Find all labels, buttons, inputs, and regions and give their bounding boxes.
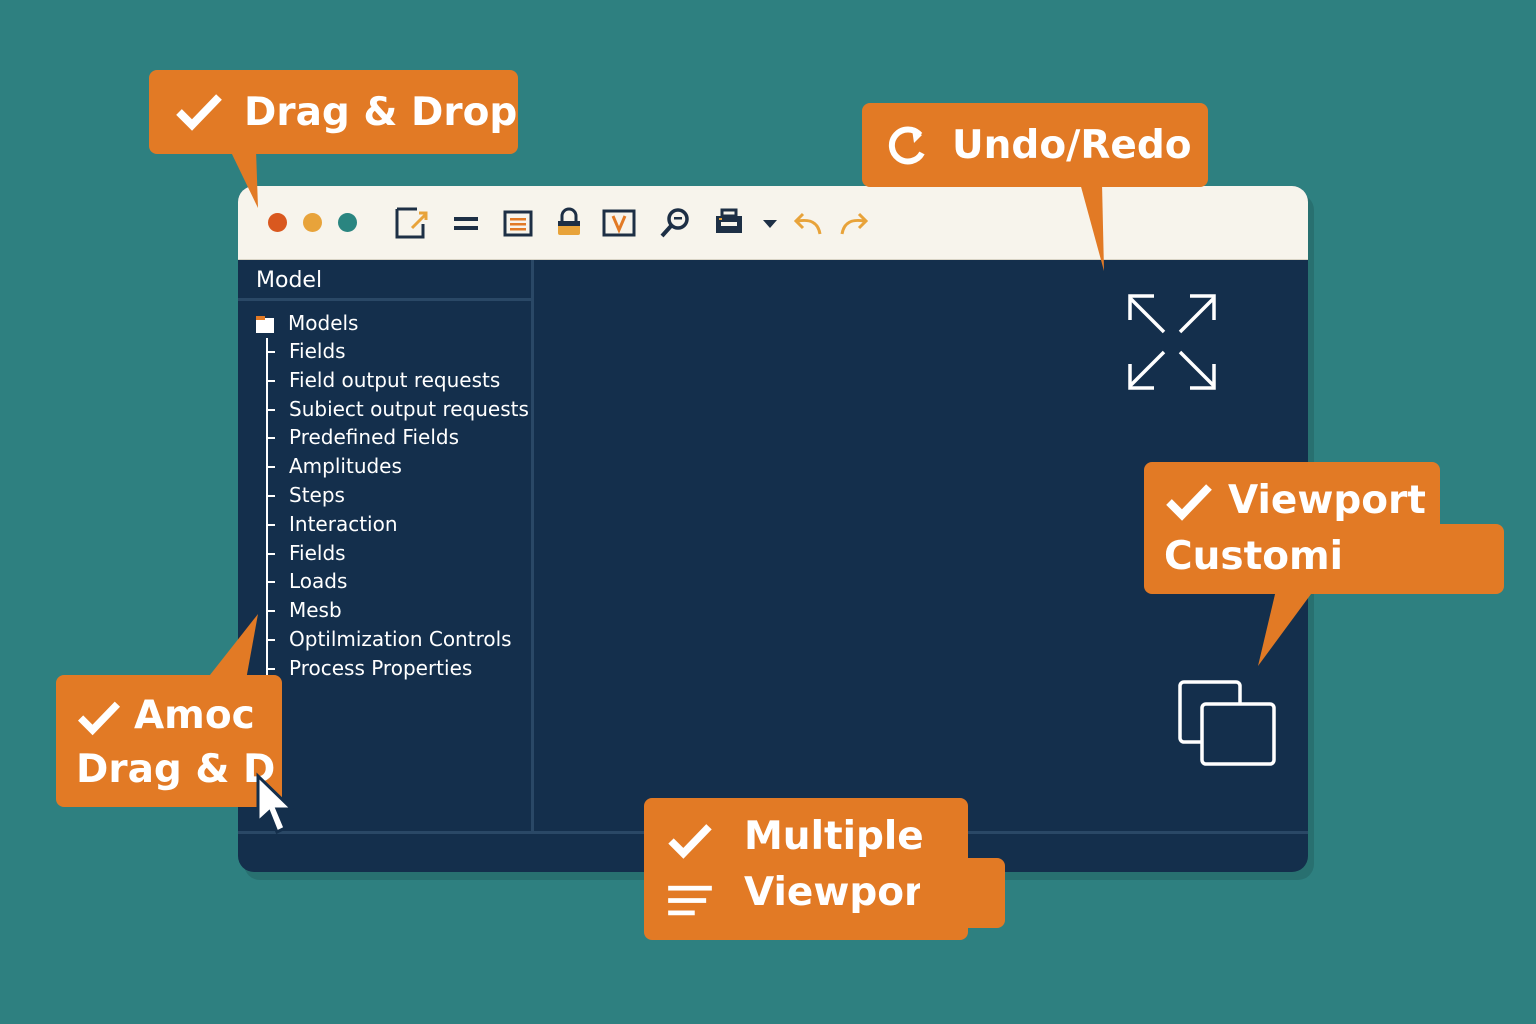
minimize-dot[interactable]: [303, 213, 322, 232]
v-box-icon[interactable]: [600, 204, 638, 242]
maximize-dot[interactable]: [338, 213, 357, 232]
model-tree: Models Fields Field output requests Subi…: [256, 308, 531, 683]
check-icon: [77, 701, 121, 736]
callout-extension: [920, 858, 1005, 928]
close-dot[interactable]: [268, 213, 287, 232]
callout-label: Drag & D: [76, 747, 276, 792]
redo-icon[interactable]: [836, 204, 874, 242]
callout-label: Drag & Drop: [244, 90, 518, 135]
tree-item-interaction[interactable]: Interaction: [256, 510, 531, 539]
tree-item-amplitudes[interactable]: Amplitudes: [256, 452, 531, 481]
callout-drag-drop: Drag & Drop: [149, 70, 518, 154]
tree-root-label: Models: [288, 310, 359, 335]
list-icon[interactable]: [499, 204, 537, 242]
tree-root[interactable]: Models: [256, 308, 531, 337]
list-lines-icon: [668, 885, 712, 916]
check-icon: [1166, 484, 1212, 521]
app-window: Model Models Fields Field output request…: [238, 186, 1308, 872]
toolbar: [238, 186, 1308, 260]
tree-item-optimization-controls[interactable]: Optilmization Controls: [256, 625, 531, 654]
search-icon[interactable]: [657, 204, 695, 242]
model-tree-panel: Model Models Fields Field output request…: [238, 260, 534, 832]
printer-icon[interactable]: [710, 204, 748, 242]
tree-item-steps[interactable]: Steps: [256, 481, 531, 510]
callout-amoc-drag: Amoc Drag & D: [56, 675, 282, 807]
callout-label: Multiple: [744, 814, 924, 859]
callout-extension: [1340, 524, 1504, 594]
callout-label: Viewport: [1228, 478, 1426, 523]
callout-label: Undo/Redo: [952, 123, 1192, 168]
tree-item-subject-output-requests[interactable]: Subiect output requests: [256, 395, 531, 424]
equals-icon[interactable]: [447, 204, 485, 242]
check-icon: [668, 824, 712, 859]
callout-pointer: [1258, 590, 1314, 666]
tree-item-process-properties[interactable]: Process Properties: [256, 654, 531, 683]
lock-icon[interactable]: [550, 204, 588, 242]
callout-pointer: [1080, 183, 1104, 271]
folder-icon: [256, 314, 274, 333]
redo-circle-icon: [888, 126, 925, 165]
panel-title: Model: [238, 260, 531, 301]
tree-item-fields[interactable]: Fields: [256, 337, 531, 366]
multiple-viewports-icon[interactable]: [1176, 678, 1280, 768]
tree-guide-line: [266, 338, 268, 676]
callout-undo-redo: Undo/Redo: [862, 103, 1208, 187]
callout-label: Amoc: [134, 693, 255, 738]
undo-icon[interactable]: [788, 204, 826, 242]
mouse-cursor-icon: [256, 772, 296, 835]
tree-item-field-output-requests[interactable]: Field output requests: [256, 366, 531, 395]
callout-pointer: [206, 614, 258, 680]
callout-multiple-viewports: Multiple Viewports: [644, 798, 968, 940]
check-icon: [176, 94, 222, 131]
tree-item-loads[interactable]: Loads: [256, 567, 531, 596]
tree-item-mesh[interactable]: Mesb: [256, 596, 531, 625]
dropdown-caret-icon[interactable]: [758, 204, 782, 242]
expand-icon[interactable]: [1124, 290, 1220, 394]
callout-pointer: [230, 150, 258, 208]
new-file-icon[interactable]: [392, 204, 430, 242]
tree-item-fields-2[interactable]: Fields: [256, 539, 531, 568]
tree-item-predefined-fields[interactable]: Predefined Fields: [256, 423, 531, 452]
